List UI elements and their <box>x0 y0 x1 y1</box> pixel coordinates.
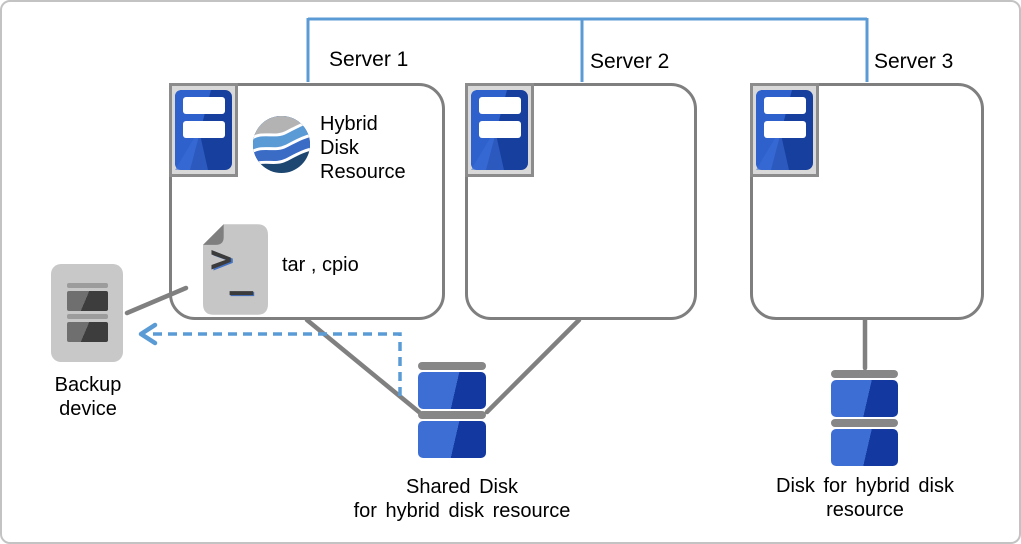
shared-disk-label: Shared Disk for hybrid disk resource <box>353 476 571 522</box>
disk-platter <box>831 380 898 417</box>
server1-label: Server 1 <box>329 48 409 71</box>
disk-cap <box>831 419 898 427</box>
disk-cap <box>831 370 898 378</box>
backup-slot-bar <box>67 283 108 288</box>
server3-icon <box>750 83 819 177</box>
server1-shared-disk-line <box>304 317 422 415</box>
hybrid-disk-icon <box>831 370 898 466</box>
hybrid-disk-resource-icon <box>252 115 311 174</box>
server-tower-icon <box>756 90 813 170</box>
server-tower-icon <box>175 90 232 170</box>
disk-platter <box>418 421 486 458</box>
disk-cap <box>418 362 486 370</box>
backup-flow-arrow <box>138 322 402 396</box>
backup-slot-cartridge <box>67 322 108 342</box>
backup-slot-cartridge <box>67 291 108 311</box>
server-tower-icon <box>471 90 528 170</box>
server2-icon <box>465 83 534 177</box>
backup-device-icon <box>51 264 123 362</box>
svg-text:>: > <box>212 237 235 281</box>
backup-slot-bar <box>67 314 108 319</box>
server2-shared-disk-line <box>484 317 582 415</box>
disk-platter <box>418 372 486 409</box>
terminal-document-icon: > > <box>203 224 268 315</box>
hybrid-disk-resource-label: Hybrid Disk Resource <box>320 113 406 183</box>
shared-disk-icon <box>418 362 486 458</box>
server1-icon <box>169 83 238 177</box>
backup-device-slots <box>67 283 108 345</box>
backup-tools-label: tar , cpio <box>282 254 359 276</box>
server3-label: Server 3 <box>874 50 954 73</box>
hybrid-disk-label: Disk for hybrid disk resource <box>776 475 954 521</box>
server2-label: Server 2 <box>590 50 670 73</box>
backup-device-label: Backup device <box>54 374 122 420</box>
disk-platter <box>831 429 898 466</box>
svg-text:>: > <box>210 236 233 280</box>
disk-cap <box>418 411 486 419</box>
